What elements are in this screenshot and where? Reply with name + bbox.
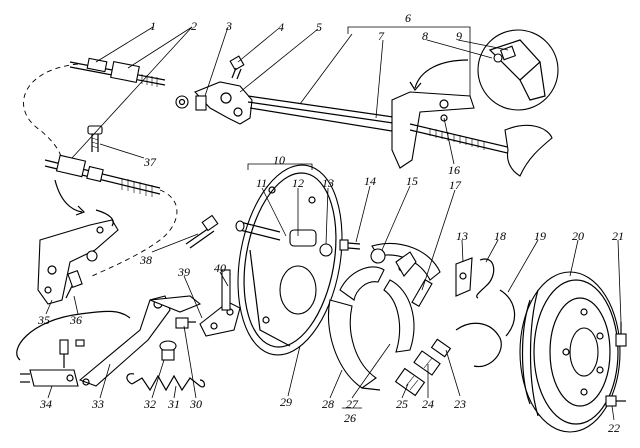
label-34: 34	[39, 397, 52, 411]
bolt-32	[159, 340, 177, 361]
label-33: 33	[91, 397, 104, 411]
label-16: 16	[448, 163, 460, 177]
label-4: 4	[278, 20, 284, 34]
label-12: 12	[292, 176, 304, 190]
label-11: 11	[256, 176, 267, 190]
label-5: 5	[316, 20, 322, 34]
label-13-plate: 13	[322, 176, 334, 190]
part-labels: 1 2 3 4 5 6 7 8 9 10 11 12 13 13 14 15 1…	[37, 11, 624, 435]
label-36: 36	[69, 313, 82, 327]
bolt-22	[605, 395, 626, 407]
bolt-14	[339, 239, 361, 251]
label-26: 26	[344, 411, 356, 425]
backing-plate	[235, 164, 343, 356]
cable-loop	[16, 310, 131, 361]
bolt-38	[185, 214, 219, 249]
label-30: 30	[189, 397, 202, 411]
spring-18	[476, 258, 495, 299]
bracket-33	[78, 295, 202, 387]
label-15: 15	[406, 174, 418, 188]
brake-drum	[519, 271, 621, 433]
label-20: 20	[572, 229, 584, 243]
label-17: 17	[449, 178, 462, 192]
label-3: 3	[225, 19, 232, 33]
label-2: 2	[191, 19, 197, 33]
label-37: 37	[143, 155, 157, 169]
bolt-37	[87, 125, 103, 152]
spring-19	[455, 289, 516, 368]
label-10: 10	[273, 153, 285, 167]
nut-21	[615, 322, 627, 347]
label-25: 25	[396, 397, 408, 411]
label-7: 7	[378, 29, 385, 43]
spring-31	[126, 373, 206, 392]
label-1: 1	[150, 19, 156, 33]
label-8: 8	[422, 29, 428, 43]
label-19: 19	[534, 229, 546, 243]
label-32: 32	[143, 397, 156, 411]
pin-30	[175, 317, 196, 329]
label-27: 27	[346, 397, 359, 411]
label-38: 38	[139, 253, 152, 267]
label-28: 28	[322, 397, 334, 411]
brake-shoes	[327, 242, 441, 391]
cable-assembly	[23, 57, 178, 277]
detail-inset	[477, 29, 559, 111]
label-29: 29	[280, 395, 292, 409]
clevis-34	[20, 339, 85, 387]
label-9: 9	[456, 29, 462, 43]
label-14: 14	[364, 174, 376, 188]
bracket-35	[37, 209, 119, 305]
plate-13	[455, 257, 473, 297]
lever-39-40	[199, 269, 241, 337]
label-39: 39	[177, 265, 190, 279]
label-23: 23	[454, 397, 466, 411]
label-22: 22	[608, 421, 620, 435]
adjuster-23-25	[394, 338, 452, 397]
label-18: 18	[494, 229, 506, 243]
label-35: 35	[37, 313, 50, 327]
bolt-36	[65, 270, 83, 299]
label-13-shim: 13	[456, 229, 468, 243]
label-6: 6	[405, 11, 411, 25]
leader-lines	[45, 26, 622, 421]
label-24: 24	[422, 397, 434, 411]
label-21: 21	[612, 229, 624, 243]
lever-assembly	[175, 55, 553, 177]
label-40: 40	[214, 261, 226, 275]
label-31: 31	[167, 397, 180, 411]
